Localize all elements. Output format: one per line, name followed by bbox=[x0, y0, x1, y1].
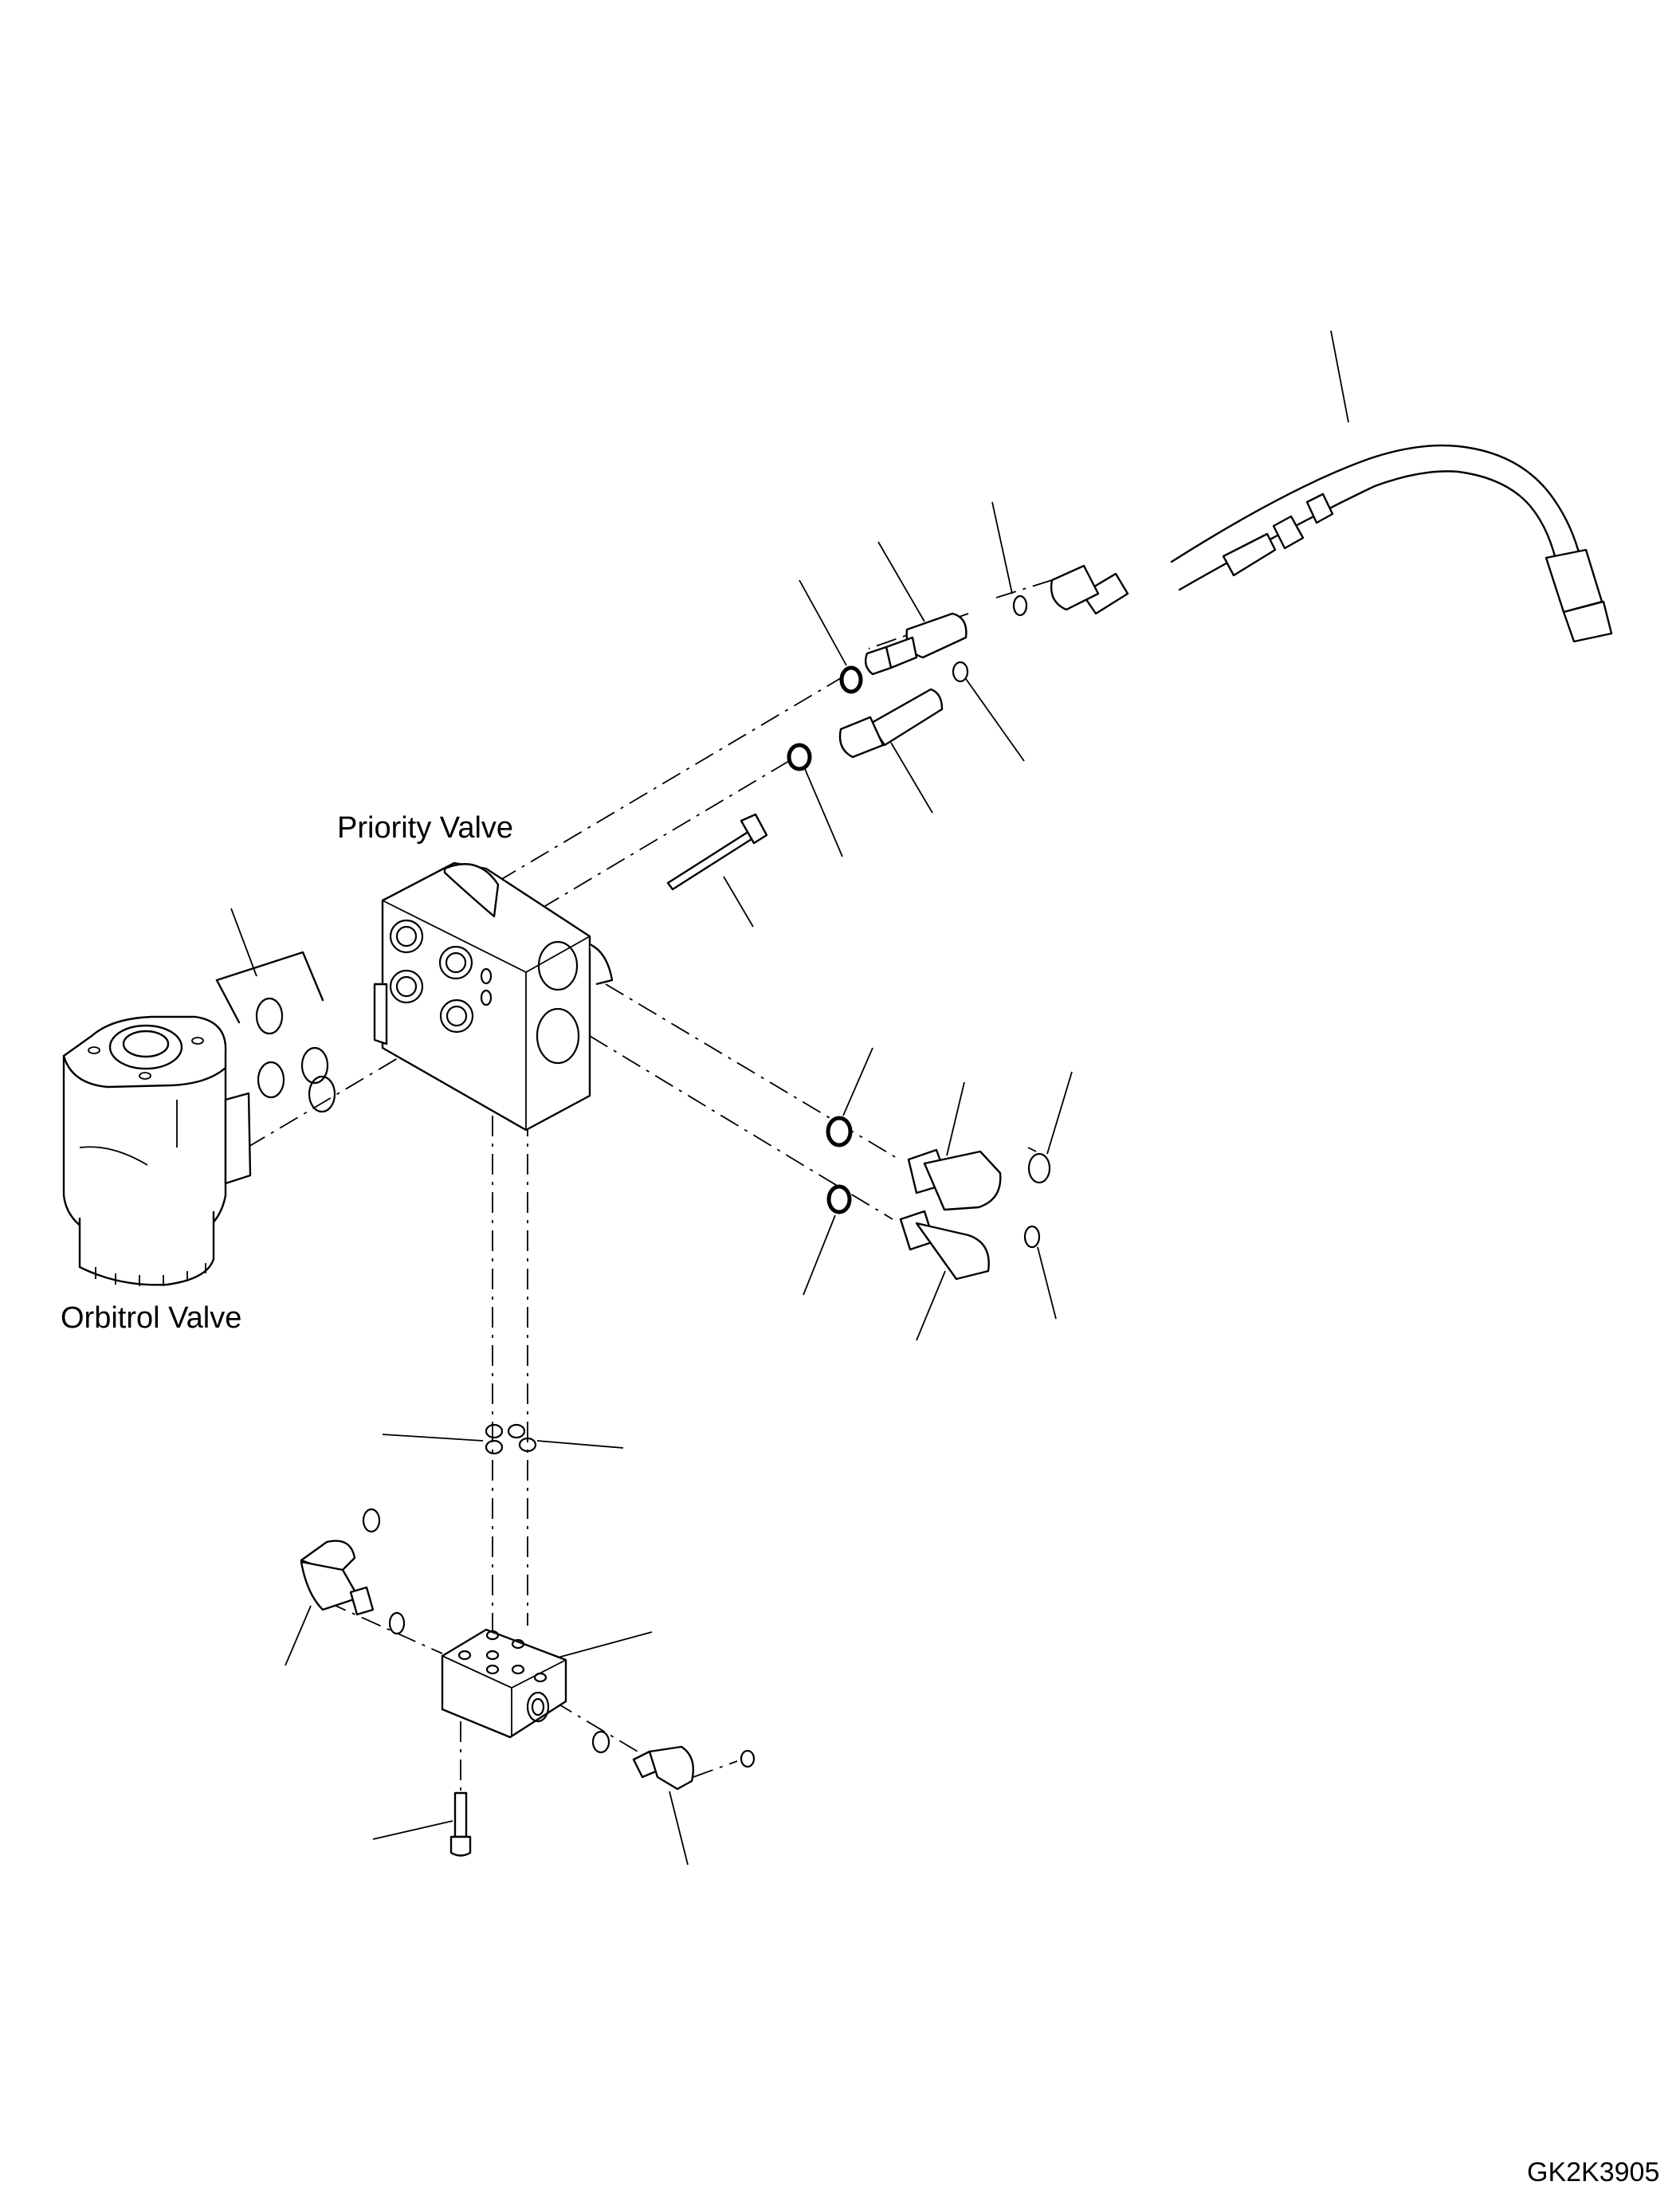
lower-manifold-block bbox=[441, 1628, 653, 1739]
drawing-code: GK2K3905 bbox=[1527, 2157, 1660, 2187]
assembly-centerlines bbox=[246, 579, 1053, 1793]
vertical-orings bbox=[382, 1423, 624, 1455]
gasket-plate bbox=[215, 908, 336, 1113]
right-elbow-fittings bbox=[803, 1047, 1073, 1341]
misc-leaders bbox=[1027, 1147, 1037, 1152]
upper-fittings bbox=[787, 501, 1028, 857]
lower-right-elbow bbox=[591, 1730, 756, 1866]
cap-screw-upper bbox=[666, 813, 768, 928]
orbitrol-valve-label: Orbitrol Valve bbox=[61, 1301, 242, 1335]
lower-left-elbow bbox=[285, 1508, 406, 1666]
cap-screw-lower bbox=[372, 1791, 472, 1857]
priority-valve-block bbox=[373, 861, 614, 1132]
priority-valve-label: Priority Valve bbox=[337, 811, 514, 845]
hydraulic-hose bbox=[1050, 330, 1613, 643]
orbitrol-valve bbox=[62, 1015, 252, 1286]
